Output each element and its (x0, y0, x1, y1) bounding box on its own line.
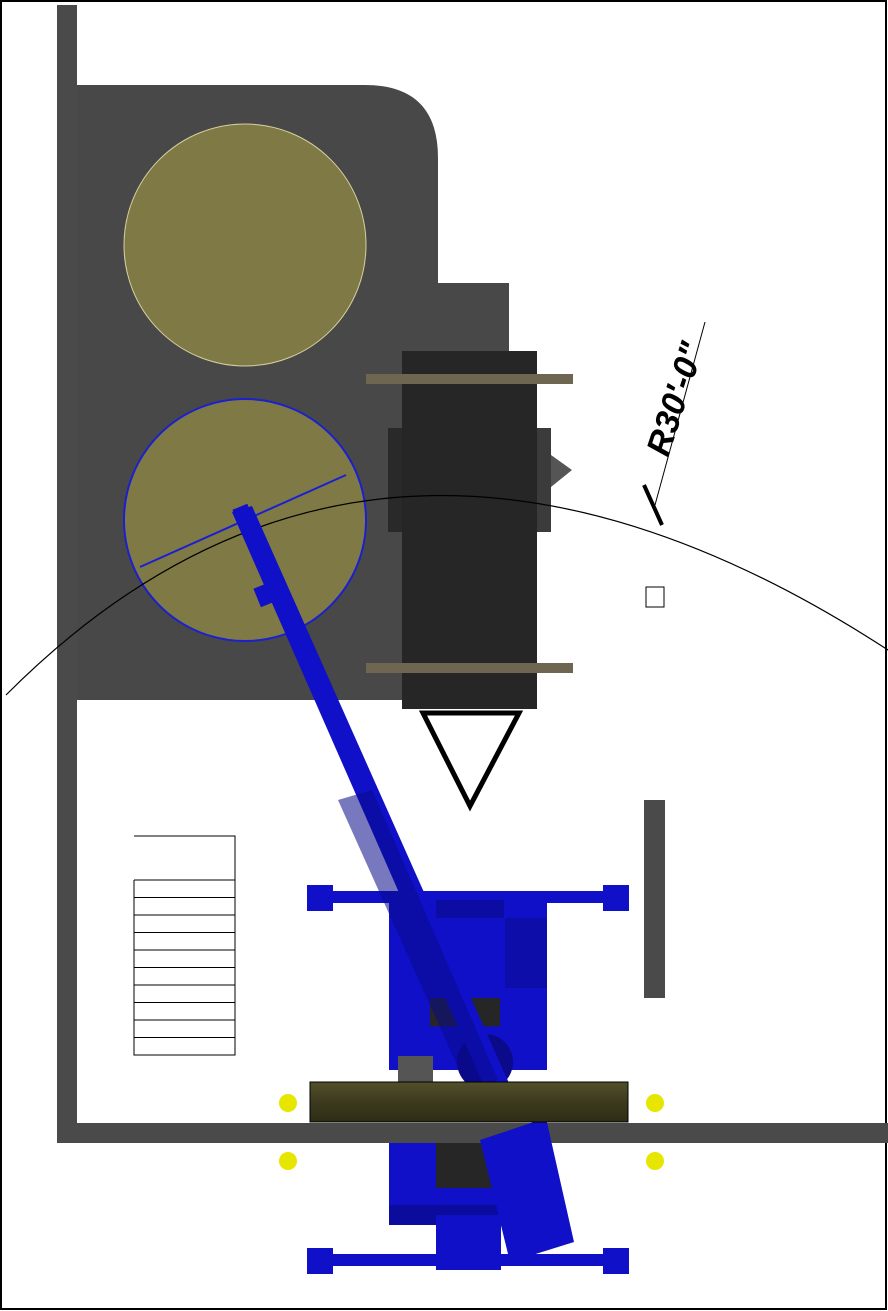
bottom-wall (57, 1123, 888, 1143)
left-wall (57, 5, 77, 1143)
survey-marker-square (645, 586, 665, 608)
barrier-bar (644, 800, 665, 998)
outrigger-pad-bottom (366, 663, 573, 673)
outrigger-pad-top (366, 374, 573, 384)
storage-tank-top (123, 123, 367, 367)
safety-marker (646, 1094, 664, 1112)
direction-arrow (418, 710, 524, 812)
safety-marker (279, 1094, 297, 1112)
mobile-crane-icon (232, 503, 629, 1274)
truck-nose (551, 455, 572, 487)
radius-tick (642, 484, 664, 526)
stair-icon (133, 835, 236, 1056)
radius-leader (654, 321, 706, 506)
safety-marker (279, 1152, 297, 1170)
crane-mat (309, 1081, 629, 1123)
safety-marker (646, 1152, 664, 1170)
truck-body (402, 351, 537, 709)
truck-side-left (388, 428, 404, 532)
radius-dimension-label: R30'-0" (639, 337, 712, 461)
swing-radius-arc (5, 495, 888, 696)
truck-side-right (535, 428, 551, 532)
